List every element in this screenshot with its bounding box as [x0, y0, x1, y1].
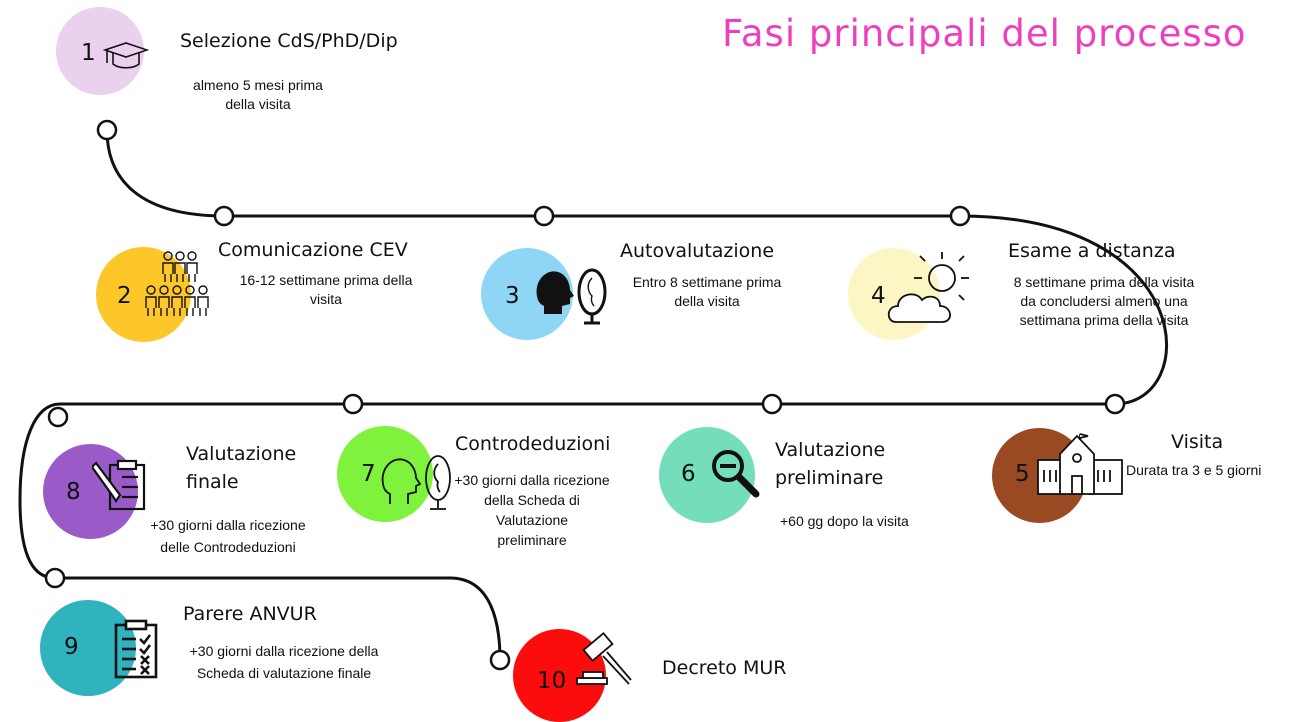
- road-node: [533, 205, 555, 227]
- step-7-number: 7: [361, 461, 376, 487]
- step-4-number: 4: [871, 283, 886, 309]
- step-8-circle: [43, 444, 138, 539]
- step-2-title: Comunicazione CEV: [218, 239, 408, 261]
- step-4-title: Esame a distanza: [1008, 240, 1176, 262]
- step-10-title: Decreto MUR: [662, 657, 787, 679]
- road-node: [342, 393, 364, 415]
- step-5-number: 5: [1015, 461, 1030, 487]
- people-group-icon: [145, 251, 209, 316]
- step-5-title: Visita: [1171, 431, 1224, 453]
- step-6-timing: +60 gg dopo la visita: [780, 513, 909, 529]
- step-1-circle: [56, 7, 144, 95]
- head-outline-mirror-icon: [381, 455, 451, 510]
- step-10-number: 10: [537, 668, 567, 694]
- road-node: [44, 567, 66, 589]
- step-1-number: 1: [81, 40, 96, 66]
- sun-cloud-icon: [887, 252, 969, 323]
- road-line: [18, 129, 1168, 661]
- road-node: [489, 649, 511, 671]
- road-node: [213, 205, 235, 227]
- step-9-title: Parere ANVUR: [183, 603, 317, 625]
- road-node: [1104, 393, 1126, 415]
- step-9-timing: +30 giorni dalla ricezione della Scheda …: [189, 643, 379, 681]
- step-9-number: 9: [64, 634, 79, 660]
- step-1-title: Selezione CdS/PhD/Dip: [180, 30, 398, 52]
- step-1-timing: almeno 5 mesi prima della visita: [193, 77, 323, 112]
- step-2-timing: 16-12 settimane prima della visita: [239, 272, 413, 307]
- step-9-circle: [40, 600, 136, 696]
- step-6-number: 6: [681, 461, 696, 487]
- step-3-timing: Entro 8 settimane prima della visita: [632, 274, 782, 309]
- step-7-circle: [337, 426, 433, 522]
- road-node: [761, 393, 783, 415]
- step-8-number: 8: [66, 479, 81, 505]
- clipboard-checklist-icon: [114, 619, 158, 679]
- step-6-title: Valutazione preliminare: [775, 439, 886, 489]
- page-title: Fasi principali del processo: [722, 12, 1247, 55]
- head-mirror-icon: [536, 268, 607, 325]
- step-4-timing: 8 settimane prima della visita da conclu…: [1013, 274, 1195, 328]
- checklist-pen-icon: [92, 459, 146, 511]
- step-8-timing: +30 giorni dalla ricezione delle Controd…: [150, 517, 306, 555]
- step-3-title: Autovalutazione: [620, 240, 775, 262]
- step-7-title: Controdeduzioni: [455, 433, 611, 455]
- step-2-number: 2: [117, 283, 132, 309]
- step-8-title: Valutazione finale: [186, 443, 297, 493]
- step-4-circle: [848, 248, 940, 340]
- road-node: [96, 119, 118, 141]
- step-5-timing: Durata tra 3 e 5 giorni: [1126, 462, 1262, 478]
- graduation-cap-icon: [103, 42, 149, 69]
- magnifier-icon: [712, 450, 760, 498]
- school-building-icon: [1037, 433, 1123, 495]
- step-7-timing: +30 giorni dalla ricezione della Scheda …: [454, 472, 610, 548]
- gavel-icon: [576, 632, 632, 685]
- road-node: [47, 406, 69, 428]
- road-node: [949, 205, 971, 227]
- step-3-number: 3: [505, 283, 520, 309]
